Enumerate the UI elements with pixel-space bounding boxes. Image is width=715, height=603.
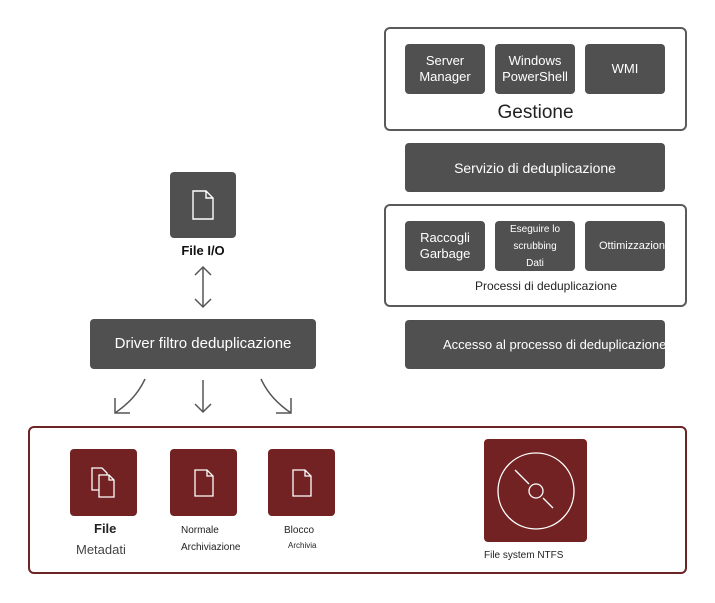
down-left-arrow-icon: [114, 378, 146, 414]
regular-storage-tile: [170, 449, 237, 516]
file-io-label: File I/O: [181, 243, 225, 258]
dedup-service-box: Servizio di deduplicazione: [405, 143, 665, 192]
optimization-box: Ottimizzazione: [585, 221, 665, 271]
file-io-tile: [170, 172, 236, 238]
garbage-collection-box: Raccogli Garbage: [405, 221, 485, 271]
down-arrow-icon: [194, 380, 212, 414]
disk-icon: [496, 451, 575, 530]
bidirectional-arrow-icon: [194, 265, 212, 309]
metadata-label-top: File: [94, 521, 117, 536]
server-manager-box: Server Manager: [405, 44, 485, 94]
ntfs-tile: [484, 439, 587, 542]
data-scrubbing-box: Eseguire lo scrubbing Dati: [495, 221, 575, 271]
down-right-arrow-icon: [260, 378, 292, 414]
management-title: Gestione: [497, 102, 574, 123]
chunk-store-tile: [268, 449, 335, 516]
document-icon: [192, 190, 214, 220]
files-stack-icon: [90, 466, 115, 498]
dedup-access-box: Accesso al processo di deduplicazione: [405, 320, 665, 369]
document-icon: [193, 468, 214, 497]
windows-powershell-box: Windows PowerShell: [495, 44, 575, 94]
chunk-store-label-bottom: Archivia: [288, 541, 317, 550]
dedup-processes-title: Processi di deduplicazione: [474, 279, 618, 293]
dedup-filter-driver: Driver filtro deduplicazione: [90, 319, 316, 369]
document-icon: [291, 468, 312, 497]
regular-storage-label-top: Normale: [181, 525, 219, 536]
metadata-tile: [70, 449, 137, 516]
ntfs-label: File system NTFS: [484, 550, 564, 561]
wmi-box: WMI: [585, 44, 665, 94]
regular-storage-label-bottom: Archiviazione: [181, 542, 241, 553]
metadata-label-bottom: Metadati: [76, 542, 126, 557]
chunk-store-label-top: Blocco: [284, 525, 315, 536]
